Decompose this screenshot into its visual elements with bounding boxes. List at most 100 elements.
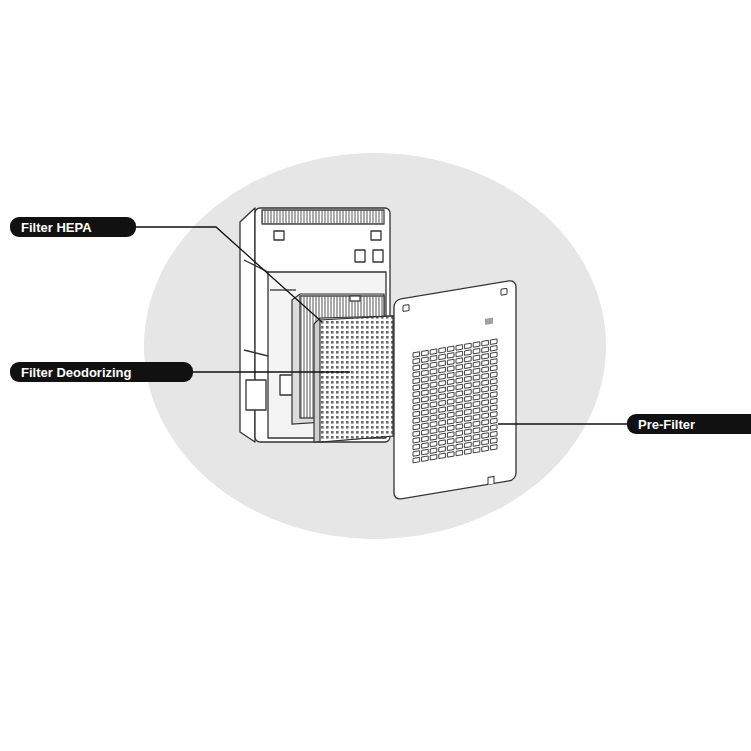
vent-slot — [439, 427, 446, 432]
vent-slot — [447, 359, 454, 364]
vent-slot — [490, 359, 497, 364]
vent-slot — [430, 415, 437, 420]
vent-slot — [422, 364, 429, 369]
vent-slot — [465, 383, 472, 388]
vent-slot — [439, 394, 446, 399]
vent-slot — [473, 395, 480, 400]
vent-slot — [473, 408, 480, 413]
vent-slot — [490, 445, 497, 450]
vent-slot — [430, 422, 437, 427]
vent-slot — [447, 366, 454, 371]
label-text: Filter HEPA — [21, 221, 92, 234]
vent-slot — [473, 381, 480, 386]
vent-slot — [490, 438, 497, 443]
vent-slot — [439, 354, 446, 359]
vent-slot — [413, 365, 420, 370]
vent-slot — [422, 430, 429, 435]
vent-slot — [447, 399, 454, 404]
vent-slot — [447, 353, 454, 358]
vent-slot — [473, 342, 480, 347]
vent-slot — [422, 377, 429, 382]
vent-slot — [430, 441, 437, 446]
vent-slot — [430, 395, 437, 400]
vent-slot — [456, 424, 463, 429]
vent-slot — [413, 451, 420, 456]
vent-slot — [465, 422, 472, 427]
vent-slot — [430, 369, 437, 374]
vent-slot — [422, 456, 429, 461]
vent-slot — [447, 452, 454, 457]
vent-slot — [430, 356, 437, 361]
vent-slot — [447, 392, 454, 397]
vent-slot — [439, 374, 446, 379]
vent-slot — [422, 350, 429, 355]
vent-slot — [490, 365, 497, 370]
vent-slot — [430, 362, 437, 367]
vent-slot — [413, 378, 420, 383]
leader-line — [193, 371, 350, 372]
vent-slot — [422, 416, 429, 421]
vent-slot — [439, 400, 446, 405]
vent-slot — [473, 441, 480, 446]
vent-slot — [482, 439, 489, 444]
vent-slot — [413, 372, 420, 377]
vent-slot — [413, 352, 420, 357]
vent-slot — [456, 411, 463, 416]
vent-slot — [465, 436, 472, 441]
vent-slot — [490, 418, 497, 423]
vent-slot — [439, 413, 446, 418]
vent-slot — [447, 346, 454, 351]
vent-slot — [490, 372, 497, 377]
vent-slot — [439, 387, 446, 392]
vent-slot — [473, 414, 480, 419]
vent-slot — [430, 435, 437, 440]
vent-slot — [465, 350, 472, 355]
vent-slot — [456, 384, 463, 389]
vent-slot — [447, 405, 454, 410]
vent-slot — [490, 346, 497, 351]
vent-slot — [482, 380, 489, 385]
vent-slot — [465, 429, 472, 434]
vent-slot — [465, 389, 472, 394]
vent-slot — [490, 392, 497, 397]
vent-slot — [430, 402, 437, 407]
vent-slot — [413, 398, 420, 403]
vent-slot — [482, 413, 489, 418]
leader-line — [136, 227, 322, 322]
vent-slot — [465, 356, 472, 361]
vent-slot — [465, 403, 472, 408]
vent-slot — [447, 412, 454, 417]
vent-slot — [413, 405, 420, 410]
vent-slot — [456, 417, 463, 422]
vent-slot — [422, 403, 429, 408]
vent-slot — [456, 358, 463, 363]
leader-line — [498, 423, 627, 424]
vent-slot — [473, 434, 480, 439]
vent-slot — [413, 385, 420, 390]
vent-slot — [413, 438, 420, 443]
vent-slot — [447, 379, 454, 384]
vent-slot — [413, 391, 420, 396]
vent-slot — [430, 389, 437, 394]
vent-slot — [482, 393, 489, 398]
vent-slot — [413, 411, 420, 416]
vent-slot — [482, 354, 489, 359]
vent-slot — [422, 357, 429, 362]
vent-slot — [482, 400, 489, 405]
vent-slot — [456, 397, 463, 402]
vent-slot — [482, 433, 489, 438]
vent-slot — [430, 455, 437, 460]
vent-slot — [482, 387, 489, 392]
vent-slot — [473, 355, 480, 360]
deodorizing-filter — [314, 316, 393, 442]
vent-slot — [482, 373, 489, 378]
background-ellipse — [144, 153, 606, 539]
vent-slot — [430, 408, 437, 413]
vent-slot — [413, 431, 420, 436]
vent-slot — [465, 449, 472, 454]
vent-slot — [439, 433, 446, 438]
vent-slot — [439, 367, 446, 372]
vent-slot — [490, 385, 497, 390]
vent-slot — [447, 425, 454, 430]
